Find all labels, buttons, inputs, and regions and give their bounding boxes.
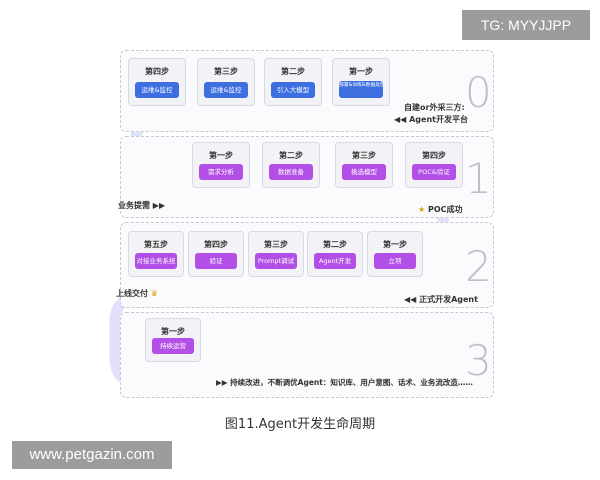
step-button[interactable]: Prompt调试 (255, 253, 297, 269)
step-button[interactable]: 验证 (195, 253, 237, 269)
phase-1-label-left: 业务提需 ▶▶ (118, 201, 166, 210)
phase-2-step-card[interactable]: 第二步 Agent开发 (307, 231, 363, 277)
phase-1-step-card[interactable]: 第三步 挑选模型 (335, 142, 393, 188)
step-title: 第二步 (279, 151, 303, 160)
step-button[interactable]: 需求分析 (199, 164, 243, 180)
phase-3-label-bottom: ▶▶ 持续改进，不断调优Agent：知识库、用户意图、话术、业务流改造…… (216, 378, 473, 387)
step-title: 第四步 (204, 240, 228, 249)
phase-2-step-card[interactable]: 第五步 对接业务系统 (128, 231, 184, 277)
step-button[interactable]: 立项 (374, 253, 416, 269)
phase-0-step-card[interactable]: 第三步 运维&监控 (197, 58, 255, 106)
phase-1-number: 1 (465, 154, 492, 203)
arrow-right-icon: ▶▶ (216, 378, 231, 387)
phase-2-step-card[interactable]: 第一步 立项 (367, 231, 423, 277)
phase-3-number: 3 (465, 336, 492, 385)
step-title: 第三步 (214, 67, 238, 76)
step-title: 第二步 (281, 67, 305, 76)
phase-2-number: 2 (465, 242, 492, 291)
step-title: 第三步 (264, 240, 288, 249)
phase-2-label-left: 上线交付 ♛ (116, 289, 158, 298)
phase-1-step-card[interactable]: 第四步 POC&验证 (405, 142, 463, 188)
phase-0-step-card[interactable]: 第一步 部署&训练&数据处理的工具 (332, 58, 390, 106)
step-title: 第四步 (422, 151, 446, 160)
phase-0-label-line2: ◀◀ Agent开发平台 (394, 115, 468, 124)
arrow-left-icon: ◀◀ (394, 115, 410, 124)
step-title: 第五步 (144, 240, 168, 249)
phase-1-label-right: ★ POC成功 (418, 205, 463, 214)
step-button[interactable]: 持续运营 (152, 338, 194, 354)
medal-icon: ★ (418, 205, 428, 214)
step-title: 第一步 (161, 327, 185, 336)
step-button[interactable]: 运维&监控 (204, 82, 248, 98)
step-button[interactable]: 挑选模型 (342, 164, 386, 180)
step-title: 第四步 (145, 67, 169, 76)
step-title: 第一步 (349, 67, 373, 76)
phase-0-number: 0 (465, 68, 492, 117)
phase-2-step-card[interactable]: 第四步 验证 (188, 231, 244, 277)
phase-1-step-card[interactable]: 第一步 需求分析 (192, 142, 250, 188)
phase-0-label-line1: 自建or外采三方: (404, 103, 465, 112)
phase-0-step-card[interactable]: 第四步 运维&监控 (128, 58, 186, 106)
step-button[interactable]: 对接业务系统 (135, 253, 177, 269)
watermark-top: TG: MYYJJPP (462, 10, 590, 40)
step-title: 第一步 (383, 240, 407, 249)
figure-caption: 图11.Agent开发生命周期 (224, 417, 376, 432)
step-button[interactable]: 引入大模型 (271, 82, 315, 98)
phase-3-step-card[interactable]: 第一步 持续运营 (145, 318, 201, 362)
step-button[interactable]: Agent开发 (314, 253, 356, 269)
step-title: 第三步 (352, 151, 376, 160)
arrow-right-icon: ▶▶ (150, 201, 166, 210)
watermark-bottom: www.petgazin.com (12, 441, 172, 469)
step-title: 第二步 (323, 240, 347, 249)
phase-2-label-right: ◀◀ 正式开发Agent (404, 295, 478, 304)
phase-2-step-card[interactable]: 第三步 Prompt调试 (248, 231, 304, 277)
phase-1-step-card[interactable]: 第二步 数据准备 (262, 142, 320, 188)
trophy-icon: ♛ (148, 289, 158, 298)
phase-0-step-card[interactable]: 第二步 引入大模型 (264, 58, 322, 106)
step-button[interactable]: 数据准备 (269, 164, 313, 180)
step-button[interactable]: 运维&监控 (135, 82, 179, 98)
arrow-left-icon: ◀◀ (404, 295, 420, 304)
step-button[interactable]: 部署&训练&数据处理的工具 (339, 81, 383, 98)
step-button[interactable]: POC&验证 (412, 164, 456, 180)
step-title: 第一步 (209, 151, 233, 160)
